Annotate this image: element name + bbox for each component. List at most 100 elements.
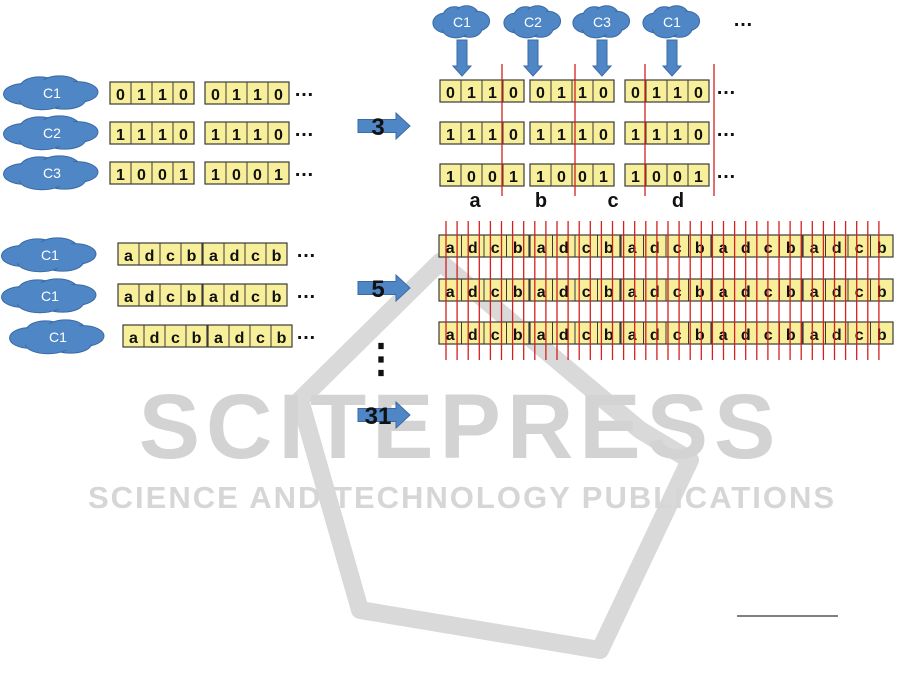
cloud-label: C1 [453,14,471,30]
group-label: d [672,190,684,212]
cloud-core [12,79,92,107]
down-arrow [522,39,544,77]
cell-value: b [187,289,197,306]
cell-value: 0 [179,87,188,104]
cloud-core [12,159,92,187]
cell-group-frame [529,234,621,258]
cell-value: d [559,240,569,257]
cell-value: 0 [232,167,241,184]
cell-value: c [491,284,500,301]
cell-value: 0 [652,169,661,186]
cell-value: 1 [158,127,167,144]
ellipsis-mark: … [296,281,316,303]
cloud-label: C2 [524,14,542,30]
cell-value: 0 [631,85,640,102]
cell-value: c [251,289,260,306]
ellipsis-mark: … [294,79,314,101]
step-arrow [357,111,411,141]
cell-value: b [877,240,887,257]
cell-group-frame [802,234,894,258]
cell-value: 1 [158,87,167,104]
cell-value: d [468,284,478,301]
cell-value: a [628,240,637,257]
cell-value: c [673,327,682,344]
cloud-label: C3 [43,165,61,181]
cloud-core [12,119,92,147]
ellipsis-mark: … [716,161,736,183]
cell-value: 1 [274,167,283,184]
cell-group-frame [439,79,525,103]
cell-value: b [513,284,523,301]
cell-value: 1 [578,85,587,102]
cell-group-frame [620,278,712,302]
cell-value: d [468,327,478,344]
cloud-core [10,241,90,269]
cloud-core [578,9,626,35]
cell-group-frame [438,234,530,258]
cloud-label: C2 [43,125,61,141]
step-label: 3 [371,114,384,141]
cell-group-frame [439,163,525,187]
cell-value: 1 [232,127,241,144]
cell-value: d [145,289,155,306]
cell-value: 0 [274,127,283,144]
cloud-core [18,323,98,351]
cell-group-frame [109,81,195,105]
watermark-subtitle: SCIENCE AND TECHNOLOGY PUBLICATIONS [88,480,836,515]
cell-value: 0 [137,167,146,184]
cell-value: a [446,284,455,301]
cell-group-frame [202,242,288,266]
cell-value: a [124,289,133,306]
cloud-label: C1 [43,85,61,101]
cell-group-frame [109,161,195,185]
cell-value: 1 [116,167,125,184]
cell-value: c [855,327,864,344]
down-arrow [661,39,683,77]
cell-group-frame [620,234,712,258]
step-label: 31 [365,403,392,430]
cell-value: 0 [599,127,608,144]
cell-value: 1 [536,169,545,186]
cell-value: 0 [509,127,518,144]
ellipsis-mark: … [294,119,314,141]
cell-group-frame [122,324,208,348]
cell-value: b [513,327,523,344]
cell-value: a [446,327,455,344]
cell-value: a [810,284,819,301]
cloud-core [10,282,90,310]
cell-value: c [491,327,500,344]
cell-value: b [695,240,705,257]
cloud-label: C3 [593,14,611,30]
watermark-emblem [291,253,699,659]
cell-value: 1 [232,87,241,104]
cell-group-frame [438,278,530,302]
cell-value: a [628,327,637,344]
cell-value: 0 [116,87,125,104]
cell-value: 1 [446,127,455,144]
cell-value: d [650,327,660,344]
cell-group-frame [624,79,710,103]
cell-value: 1 [488,85,497,102]
cell-value: 1 [536,127,545,144]
cloud-shape: C3 [572,5,631,39]
ellipsis-mark: … [733,9,753,31]
cloud-label: C1 [663,14,681,30]
cell-value: b [604,327,614,344]
cell-value: 1 [253,87,262,104]
cell-value: 0 [599,85,608,102]
cell-group-frame [438,321,530,345]
cell-value: b [604,284,614,301]
cloud-core [648,9,696,35]
cell-value: 1 [467,85,476,102]
cell-value: a [129,330,138,347]
cloud-shape: C1 [9,319,105,355]
cell-value: d [468,240,478,257]
cell-value: 1 [116,127,125,144]
cell-value: 1 [467,127,476,144]
cell-value: 0 [179,127,188,144]
cell-value: c [855,240,864,257]
down-arrow [591,39,613,77]
ellipsis-mark: … [716,119,736,141]
cell-group-frame [802,321,894,345]
